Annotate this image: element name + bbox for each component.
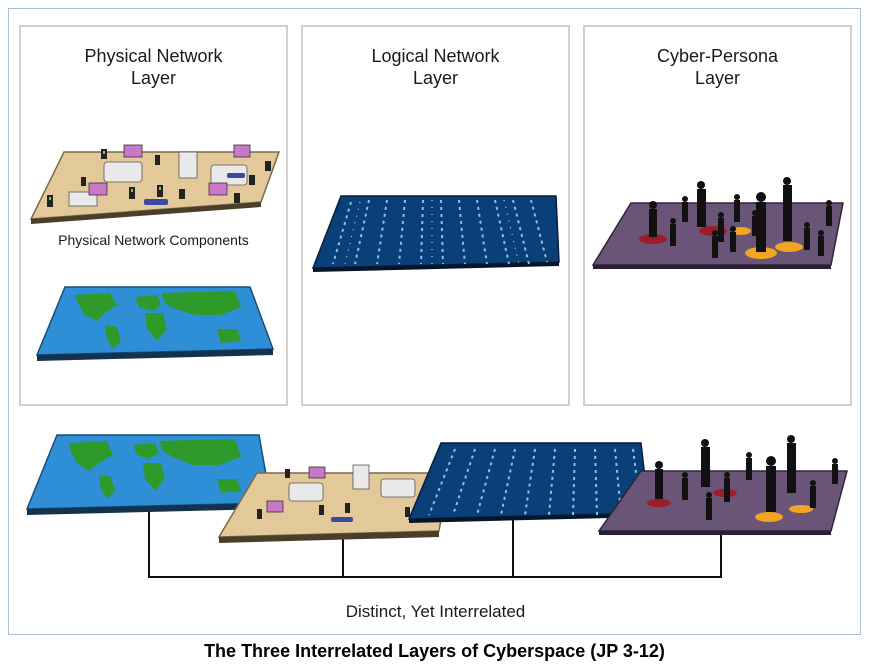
combined-persona-floor [597, 435, 848, 535]
binary-code-plane-illustration [311, 195, 560, 272]
cyber-persona-layer-title: Cyber-Persona Layer [585, 45, 850, 89]
distinct-yet-interrelated-label: Distinct, Yet Interrelated [345, 602, 526, 621]
physical-world-map-illustration [35, 286, 275, 361]
figure-caption: The Three Interrelated Layers of Cybersp… [204, 641, 665, 661]
logical-layer-title: Logical Network Layer [303, 45, 568, 89]
logical-layer-title-line1: Logical Network [371, 46, 500, 66]
physical-network-layer-panel: Physical Network Layer [19, 25, 288, 406]
persona-silhouettes-illustration [591, 177, 844, 269]
physical-layer-title: Physical Network Layer [21, 45, 286, 89]
physical-network-components-label: Physical Network Components [58, 232, 249, 248]
logical-network-layer-panel: Logical Network Layer [301, 25, 570, 406]
combined-code-plane [407, 442, 650, 523]
cyber-persona-layer-panel: Cyber-Persona Layer [583, 25, 852, 406]
cyber-persona-title-line1: Cyber-Persona [656, 46, 779, 66]
interrelated-layers-illustration [25, 434, 848, 578]
physical-components-illustration [29, 144, 281, 224]
physical-layer-title-line2: Layer [130, 68, 177, 88]
cyber-persona-title-line2: Layer [694, 68, 741, 88]
combined-world-map [25, 434, 272, 515]
interrelation-connector-lines [148, 509, 722, 578]
figure-frame: Physical Network Layer [8, 8, 861, 635]
physical-layer-title-line1: Physical Network [84, 46, 223, 66]
logical-layer-title-line2: Layer [412, 68, 459, 88]
